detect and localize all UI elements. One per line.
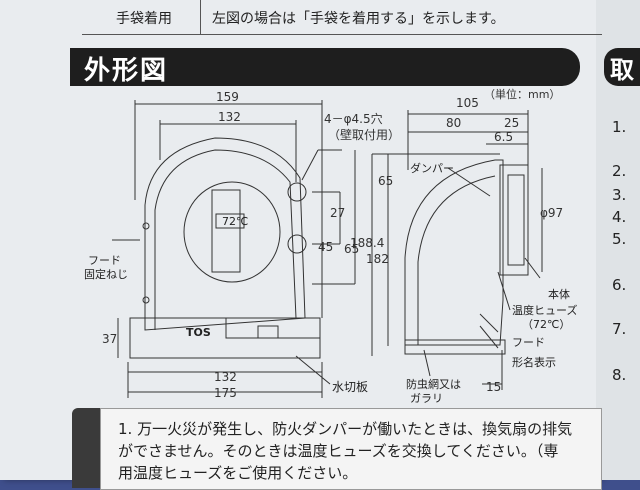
body-label: 本体 — [548, 288, 570, 301]
unit-label: （単位：mm） — [484, 88, 561, 101]
fuse-box — [215, 213, 245, 229]
dim-15: 15 — [486, 380, 502, 394]
brand-mark — [257, 325, 279, 339]
net-label-1: 防虫網又は — [406, 378, 461, 391]
table-description: 左図の場合は「手袋を着用する」を示します。 — [212, 11, 505, 27]
net-label-2: ガラリ — [410, 392, 443, 405]
brand-panel — [225, 317, 321, 339]
side-body — [499, 164, 529, 276]
right-section-title: 取 — [610, 56, 634, 84]
dim-45: 45 — [318, 240, 334, 254]
hood-screw-label-1: フード — [88, 254, 121, 267]
hood-screw-label-2: 固定ねじ — [84, 268, 128, 281]
right-item-1: 1. — [612, 118, 627, 136]
right-item-3: 3. — [612, 186, 627, 204]
dim-105: 105 — [456, 96, 479, 110]
fuse-label-2: （72℃） — [522, 318, 571, 331]
note-line-2: がでさません。そのときは温度ヒューズを交換してください。（専 — [118, 442, 559, 460]
fuse-temp-label: 72℃ — [222, 215, 249, 228]
section-header-bar: 外形図 — [70, 48, 580, 86]
note-line-1: 1. 万一火災が発生し、防火ダンパーが働いたときは、換気扇の排気 — [118, 420, 573, 438]
dim-132-top: 132 — [218, 110, 241, 124]
right-item-6: 6. — [612, 276, 627, 294]
mount-hole-bottom — [287, 234, 307, 254]
dim-175: 175 — [214, 386, 237, 400]
front-body-outline — [144, 137, 306, 331]
holes-sublabel: （壁取付用） — [328, 128, 401, 142]
dim-phi97: φ97 — [540, 206, 564, 220]
front-duct-circle — [183, 181, 281, 283]
right-item-5: 5. — [612, 230, 627, 248]
mount-hole-top — [287, 182, 307, 202]
dim-65-front: 65 — [344, 242, 360, 256]
table-cell-label — [82, 0, 201, 34]
side-hood-outline — [404, 159, 504, 346]
dim-25: 25 — [504, 116, 520, 130]
side-net — [404, 339, 506, 355]
holes-label: 4－φ4.5穴 — [324, 112, 383, 126]
outline-drawing — [112, 100, 543, 398]
dim-65-side: 65 — [378, 174, 394, 188]
front-damper-plate — [211, 189, 241, 273]
model-label: 形名表示 — [512, 356, 556, 369]
dim-27: 27 — [330, 206, 346, 220]
right-section-header-bar: 取 — [604, 48, 640, 86]
dim-6-5: 6.5 — [494, 130, 514, 144]
section-title: 外形図 — [84, 56, 169, 86]
note-line-3: 用温度ヒューズをご使用ください。 — [118, 464, 358, 482]
dim-182: 182 — [366, 252, 389, 266]
dim-80: 80 — [446, 116, 462, 130]
right-item-2: 2. — [612, 162, 627, 180]
right-item-7: 7. — [612, 320, 627, 338]
right-item-4: 4. — [612, 208, 627, 226]
dim-159: 159 — [216, 90, 239, 104]
dim-132-bottom: 132 — [214, 370, 237, 384]
brand-label: TOS — [186, 326, 211, 339]
side-damper — [507, 174, 525, 266]
hood-label: フード — [512, 336, 545, 349]
notes-tab — [72, 408, 104, 488]
water-plate-label: 水切板 — [332, 380, 369, 394]
table-label-gloves: 手袋着用 — [116, 11, 172, 27]
front-hood-inner — [154, 149, 297, 330]
symbol-table-row: 手袋着用 左図の場合は「手袋を着用する」を示します。 — [82, 0, 602, 35]
dim-188-4: 188.4 — [350, 236, 385, 250]
dim-37: 37 — [102, 332, 118, 346]
damper-label: ダンパー — [410, 162, 454, 175]
side-hood-inner — [417, 175, 496, 345]
fuse-label-1: 温度ヒューズ — [512, 304, 578, 317]
right-item-8: 8. — [612, 366, 627, 384]
